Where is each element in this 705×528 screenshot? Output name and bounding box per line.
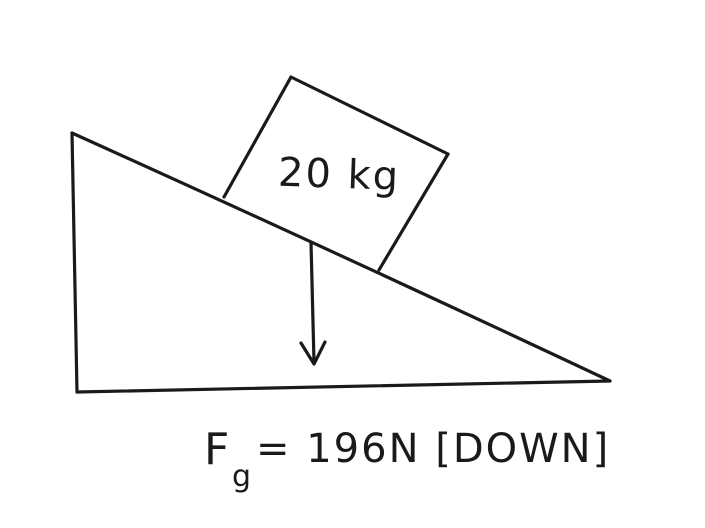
ramp <box>70 131 612 394</box>
block-top-side <box>289 75 450 156</box>
gravity-force-arrow <box>299 240 327 366</box>
force-subscript: g <box>232 459 251 494</box>
arrow-shaft <box>309 240 316 364</box>
ramp-incline-surface <box>70 131 612 383</box>
block-left-side <box>222 75 293 199</box>
force-label: F g = 196N [DOWN] <box>204 424 610 494</box>
block-right-side <box>377 152 450 272</box>
force-symbol: F <box>204 424 229 475</box>
arrow-head-icon <box>299 340 327 366</box>
mass-label: 20 kg <box>277 150 401 200</box>
ramp-vertical-side <box>70 131 79 394</box>
force-value: = 196N [DOWN] <box>256 426 610 472</box>
ramp-base <box>75 379 612 394</box>
mass-block: 20 kg <box>222 75 450 272</box>
